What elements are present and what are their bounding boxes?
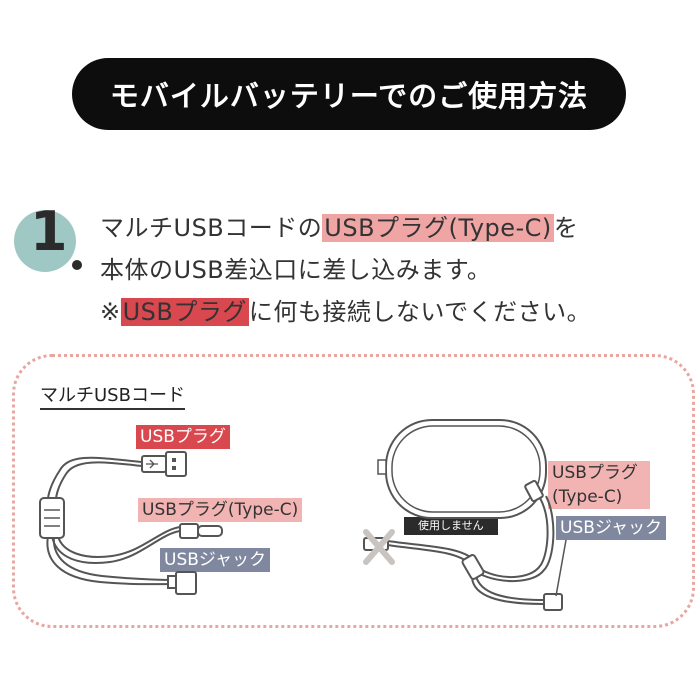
label-usb-plug-right: USBプラグ (Type-C): [548, 461, 650, 509]
step-number-badge: 1: [14, 200, 82, 276]
highlight-usb-plug-typec: USBプラグ(Type-C): [322, 214, 554, 242]
diagram-frame: [12, 354, 695, 628]
label-usb-plug-right-line1: USBプラグ: [552, 463, 638, 483]
step-badge-circle: [14, 210, 76, 272]
instruction-text: に何も接続しないでください。: [248, 298, 592, 326]
label-usb-jack: USBジャック: [160, 548, 271, 572]
note-mark: ※: [100, 298, 121, 326]
label-not-used: 使用しません: [404, 517, 498, 535]
label-usb-plug-right-line2: (Type-C): [552, 487, 623, 507]
page-title: モバイルバッテリーでのご使用方法: [109, 79, 589, 113]
label-usb-plug: USBプラグ: [136, 425, 230, 449]
instruction-line-1: マルチUSBコードのUSBプラグ(Type-C)を: [100, 211, 578, 245]
instruction-line-3: ※USBプラグに何も接続しないでください。: [100, 295, 591, 329]
instruction-text: を: [553, 214, 579, 242]
title-banner: モバイルバッテリーでのご使用方法: [72, 58, 626, 130]
cable-title: マルチUSBコード: [40, 381, 185, 410]
label-usb-jack-right: USBジャック: [556, 516, 667, 540]
step-number-dot: [72, 260, 82, 270]
instruction-line-2: 本体のUSB差込口に差し込みます。: [100, 256, 492, 284]
label-usb-plug-typec: USBプラグ(Type-C): [138, 498, 303, 522]
instruction-text: マルチUSBコードの: [100, 214, 323, 242]
step-number: 1: [30, 200, 68, 263]
highlight-usb-plug: USBプラグ: [120, 298, 249, 326]
